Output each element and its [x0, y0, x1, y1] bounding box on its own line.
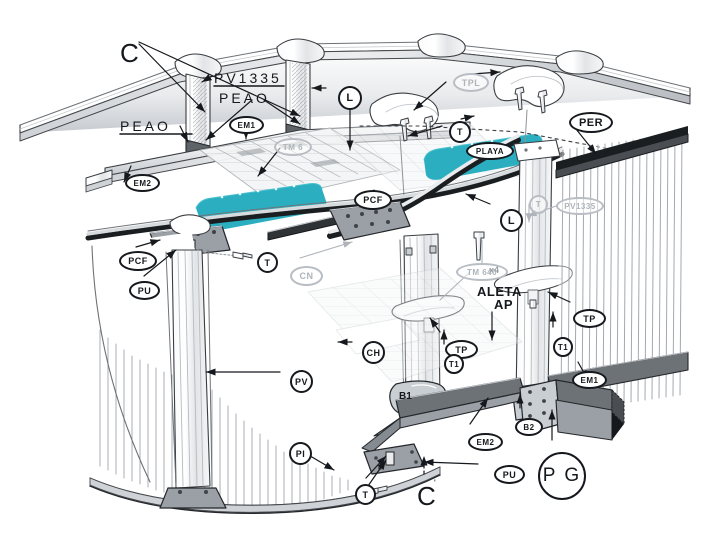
callout-cn: CN: [290, 266, 323, 286]
text-label-b1: B1: [399, 391, 412, 402]
text-label-x4: x4: [489, 265, 500, 275]
callout-l-mid: L: [500, 209, 523, 232]
text-label-c-top: C: [120, 38, 139, 68]
playa-alignment-guide: [359, 125, 616, 151]
callout-playa: PLAYA: [466, 142, 514, 160]
callout-em1-top: EM1: [229, 116, 264, 134]
callout-pi: PI: [289, 442, 312, 465]
text-label-peao-top: PEAO: [219, 90, 270, 106]
text-label-c-prime: C: [417, 481, 436, 511]
callout-pv1335-right: PV1335: [556, 197, 604, 215]
callout-tp-right: TP: [573, 309, 606, 328]
text-label-pv1335-top: PV1335: [214, 70, 282, 86]
callout-em1-right: EM1: [572, 371, 607, 389]
text-label-c-prime-tick: ': [434, 478, 436, 488]
text-label-peao-left: PEAO: [120, 118, 171, 134]
callout-tm640: TM 640: [456, 263, 508, 281]
callout-pu-bottom: PU: [494, 465, 525, 484]
label-underlines: [119, 85, 285, 135]
callout-em2-top: EM2: [125, 174, 160, 192]
text-label-aleta: ALETA: [477, 284, 522, 299]
tm640-screw: [473, 231, 485, 261]
callout-l-top: L: [338, 86, 362, 110]
callout-per: PER: [569, 112, 613, 133]
callout-pv-left: PV: [290, 370, 313, 393]
bolt-left-T: [199, 251, 253, 260]
callout-t1-center: T1: [444, 354, 464, 374]
callout-tm6: TM 6: [274, 138, 312, 156]
callout-pcf-mid: PCF: [354, 190, 392, 210]
callout-b2: B2: [515, 418, 543, 436]
callout-pg: P G: [538, 452, 586, 500]
callout-t-left: T: [257, 252, 278, 273]
callout-t-bottom: T: [355, 484, 376, 505]
playa-screws: [399, 86, 548, 142]
callout-t-playa: T: [449, 121, 471, 143]
callout-ch: CH: [362, 341, 385, 364]
callout-t1-right: T1: [553, 337, 573, 357]
callout-t-right: T: [529, 195, 548, 214]
callout-tpl: TPL: [453, 73, 489, 92]
left-vertical-post: [159, 249, 227, 509]
main-front-top-rail: [85, 146, 565, 241]
right-wall-panel: [547, 126, 689, 416]
right-post-bolts: [529, 299, 537, 309]
callout-pcf-left: PCF: [119, 251, 157, 271]
callout-em2-bottom: EM2: [468, 433, 503, 451]
callout-pu-left: PU: [129, 281, 160, 300]
text-label-ap: AP: [494, 297, 514, 312]
